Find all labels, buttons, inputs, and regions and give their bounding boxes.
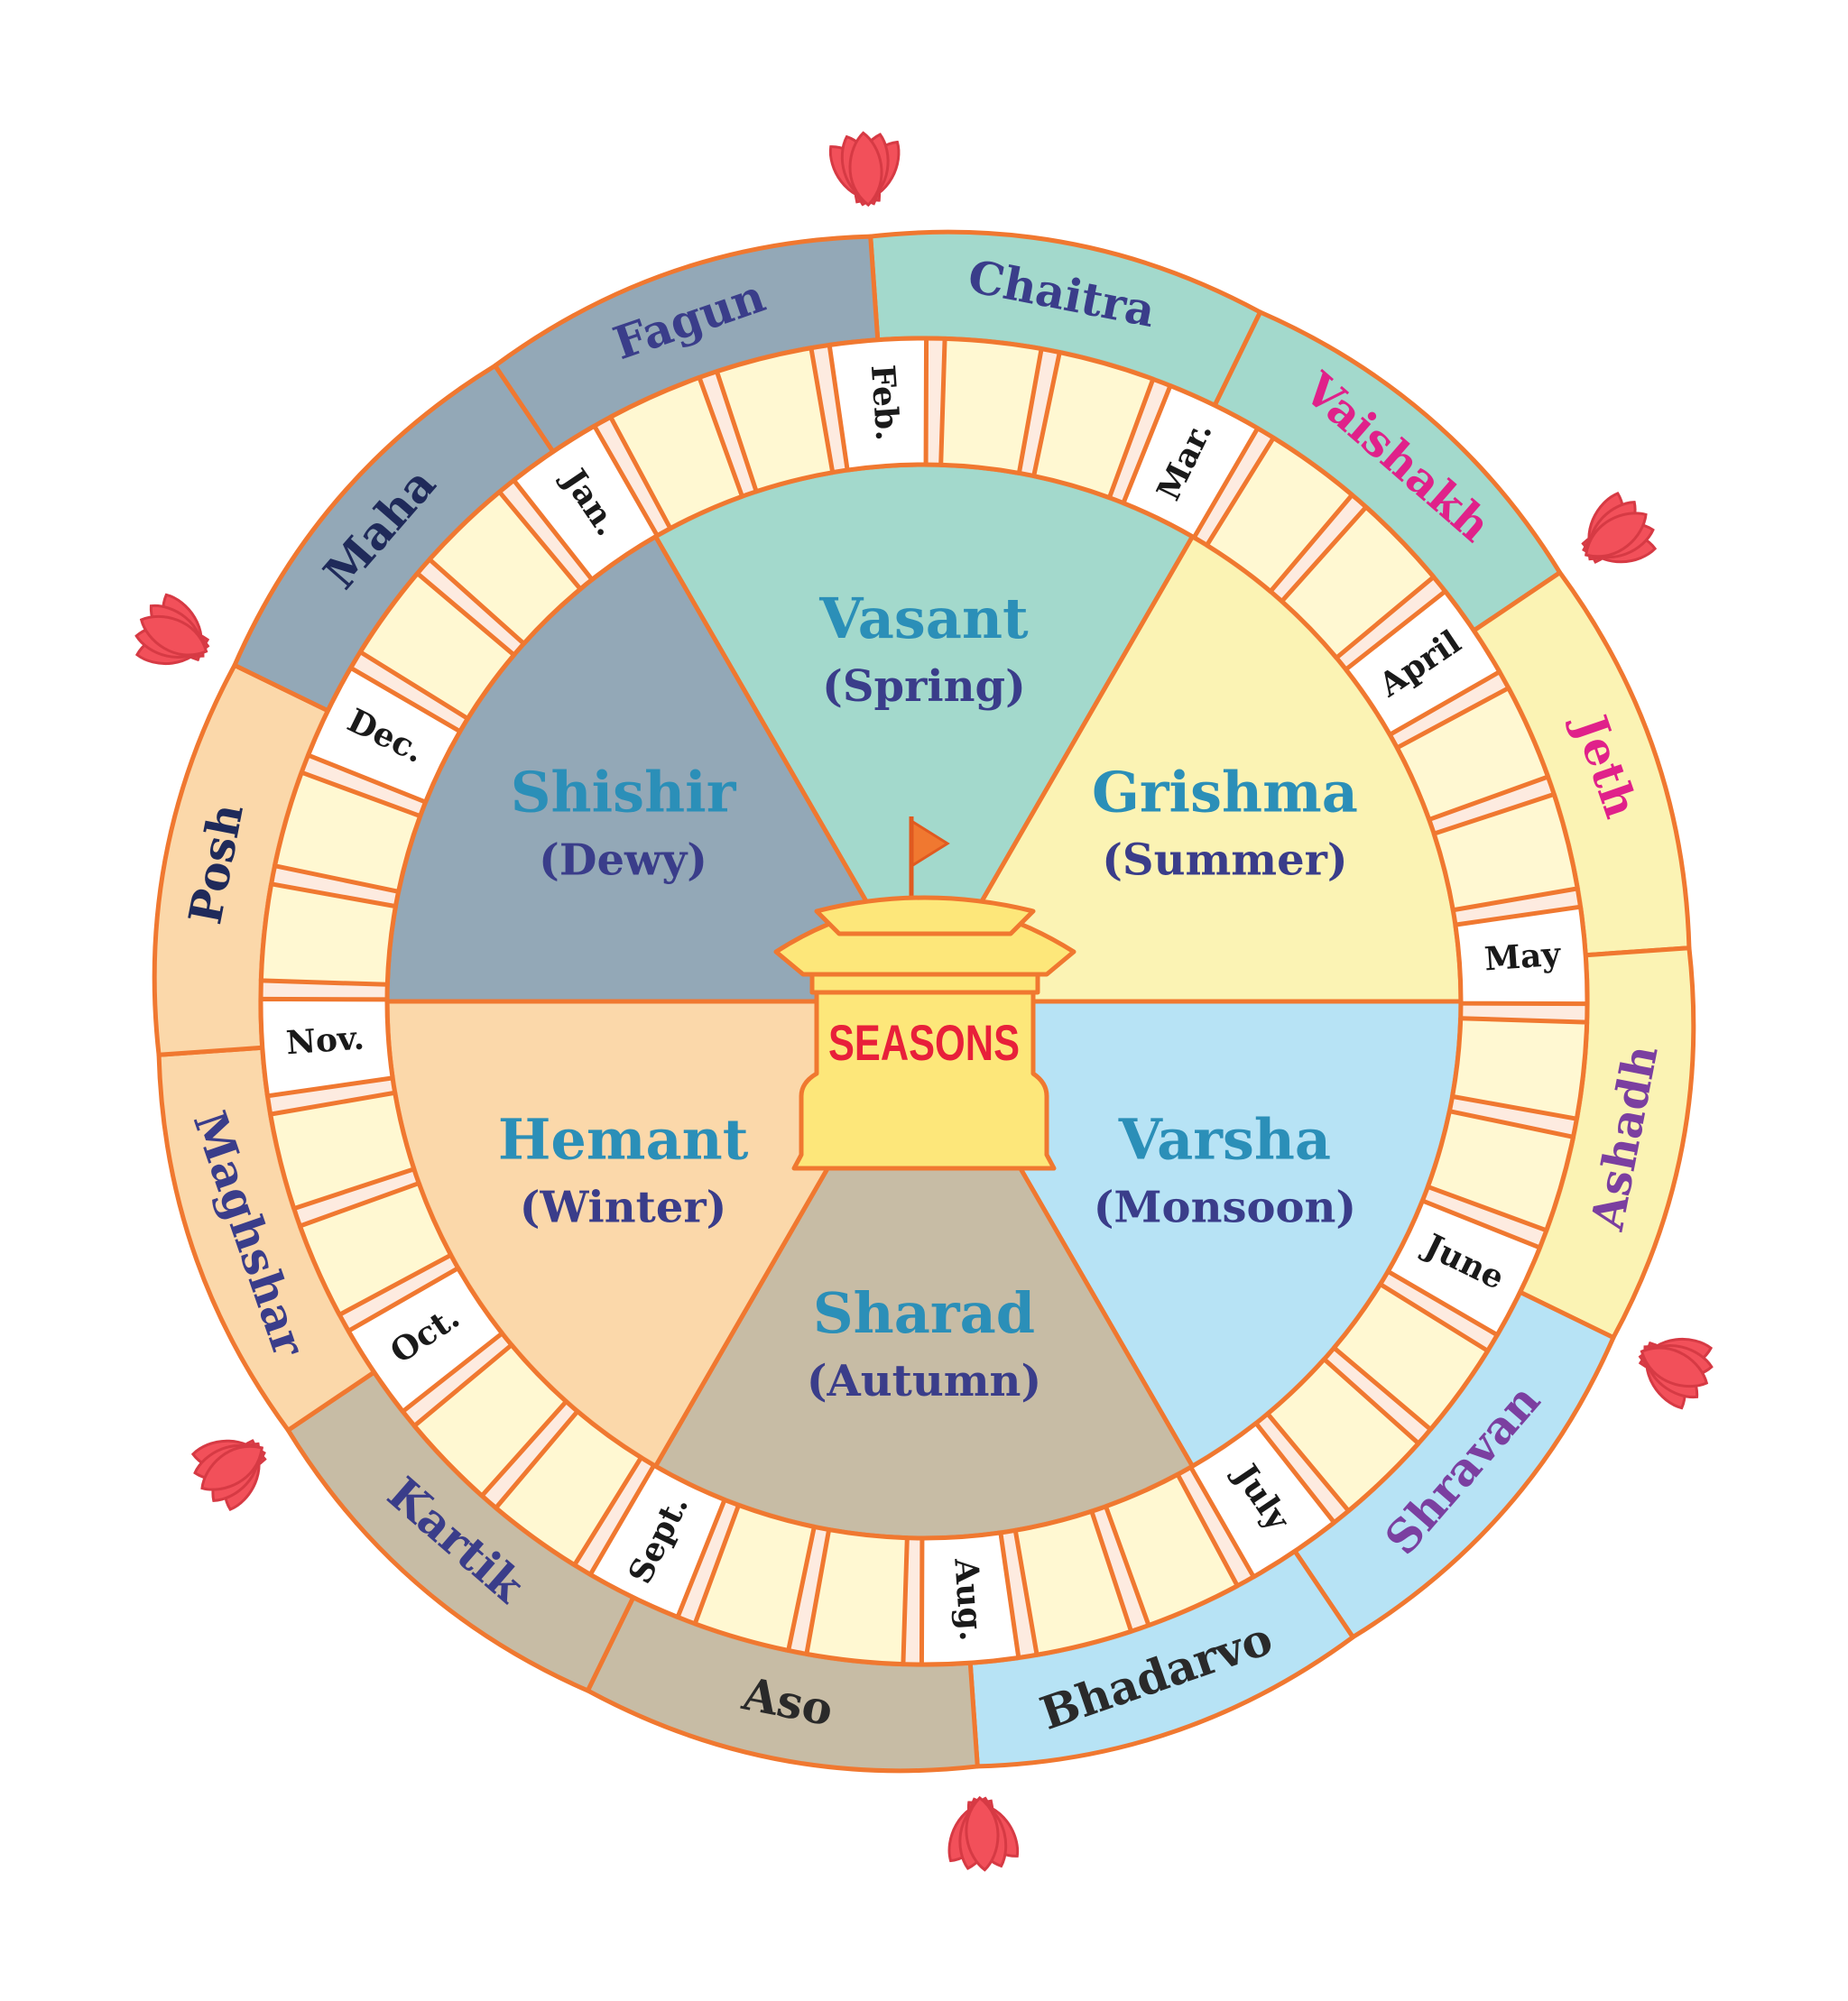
month-ring-cell — [297, 1181, 454, 1317]
temple-icon: SEASONS — [773, 816, 1076, 1171]
month-ring-cell — [411, 1342, 568, 1498]
month-ring-cell — [357, 571, 517, 721]
lotus-icon — [1581, 492, 1658, 564]
gregorian-month-tile-feb — [827, 336, 929, 473]
gregorian-month-tile-dec — [306, 665, 463, 805]
gregorian-month-tile-sept — [587, 1462, 727, 1619]
gregorian-month-tile-mar — [1121, 383, 1261, 540]
month-ring-cell — [1425, 1109, 1575, 1233]
month-ring-cell — [1394, 686, 1551, 822]
lotus-icon — [134, 593, 210, 665]
month-ring-cell — [494, 1408, 643, 1568]
season-labels: Vasant (Spring) Grishma (Summer) Varsha (Mons… — [498, 586, 1358, 1406]
month-ring-cell — [1265, 1357, 1421, 1514]
month-ring-cell — [692, 1502, 817, 1653]
gregorian-month-tile-april — [1344, 588, 1502, 737]
gregorian-month-tile-july — [1188, 1421, 1337, 1580]
lotus-icon — [828, 131, 901, 207]
season-name-shishir: Shishir — [511, 760, 737, 825]
season-name-grishma: Grishma — [1092, 760, 1358, 825]
gregorian-month-label-nov: Nov. — [285, 1019, 365, 1062]
month-ring-cell — [258, 881, 398, 987]
gregorian-month-ring: Mar.AprilMayJuneJulyAug.Sept.Oct.Nov.Dec… — [258, 336, 1590, 1667]
season-english-vasant: (Spring) — [822, 661, 1026, 712]
month-ring-cell — [1104, 1471, 1240, 1628]
gregorian-month-tile-oct — [346, 1266, 504, 1415]
season-english-sharad: (Autumn) — [807, 1356, 1041, 1406]
gregorian-month-label-may: May — [1483, 936, 1563, 979]
month-ring-cell — [1012, 1508, 1134, 1657]
gregorian-month-tile-june — [1385, 1198, 1542, 1338]
gregorian-month-tile-may — [1453, 904, 1590, 1007]
month-ring-cell — [1280, 504, 1437, 660]
lotus-icon — [190, 1439, 267, 1511]
month-ring-cell — [1431, 791, 1580, 913]
season-name-hemant: Hemant — [498, 1107, 749, 1173]
season-name-vasant: Vasant — [818, 586, 1029, 651]
month-ring-cell — [1205, 435, 1354, 595]
lotus-decorations — [134, 131, 1714, 1872]
season-english-hemant: (Winter) — [520, 1183, 727, 1233]
gregorian-month-label-feb: Feb. — [864, 364, 907, 442]
month-ring-cell — [427, 489, 583, 646]
month-ring-cell — [608, 374, 744, 531]
month-ring-cell — [273, 770, 423, 894]
season-english-varsha: (Monsoon) — [1094, 1183, 1356, 1233]
gregorian-month-tile-jan — [511, 423, 660, 582]
month-ring-cell — [1450, 1016, 1590, 1121]
season-name-sharad: Sharad — [813, 1280, 1035, 1346]
gregorian-month-label-aug: Aug. — [947, 1556, 990, 1643]
month-ring-cell — [1331, 1282, 1491, 1432]
month-ring-cell — [268, 1090, 417, 1212]
lotus-icon — [947, 1795, 1020, 1872]
month-ring-cell — [938, 336, 1044, 475]
season-name-varsha: Varsha — [1118, 1107, 1331, 1173]
month-ring-cell — [714, 346, 836, 494]
season-english-grishma: (Summer) — [1102, 835, 1347, 886]
season-english-shishir: (Dewy) — [539, 835, 707, 886]
gregorian-month-tile-aug — [919, 1530, 1021, 1667]
lotus-icon — [1638, 1338, 1714, 1410]
month-ring-cell — [804, 1527, 910, 1667]
center-label: SEASONS — [828, 1014, 1020, 1071]
month-ring-cell — [1031, 350, 1156, 501]
gregorian-month-tile-nov — [258, 996, 395, 1099]
